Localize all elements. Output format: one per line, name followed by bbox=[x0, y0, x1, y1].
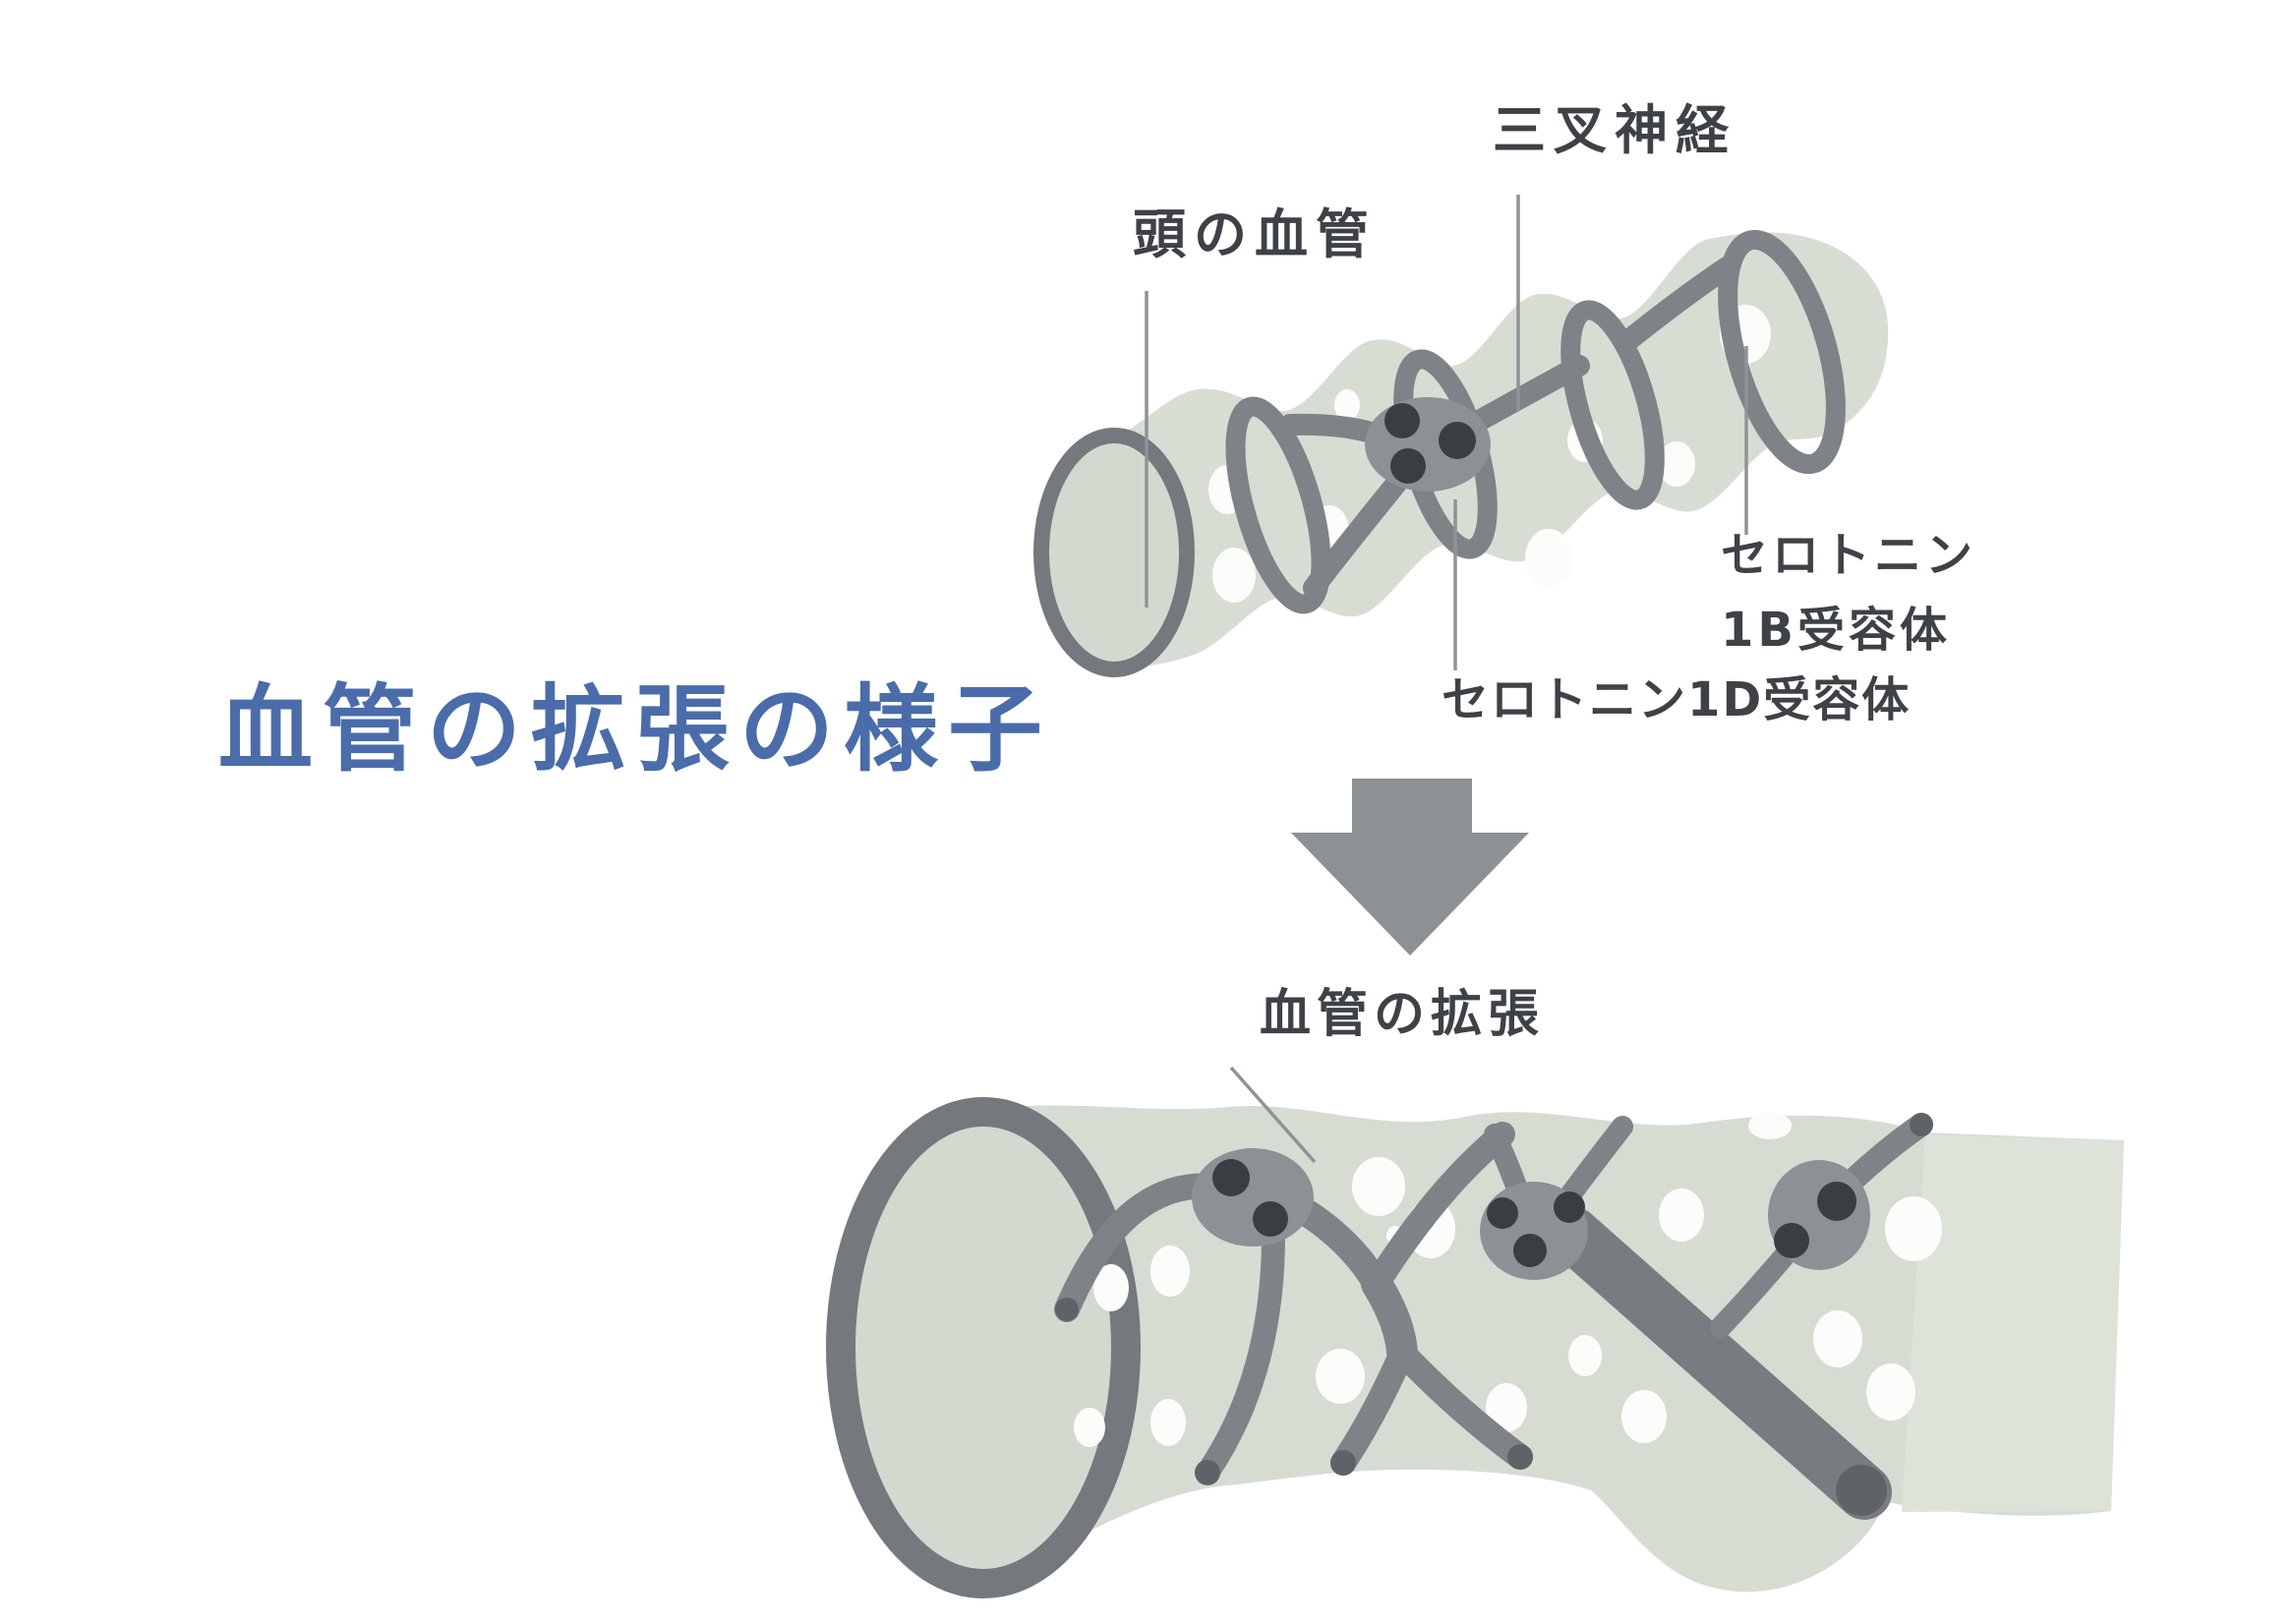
label-serotonin-1b-line2: 1B受容体 bbox=[1721, 602, 1951, 658]
top-vessel-opening bbox=[1033, 428, 1195, 677]
bottom-white-receptors bbox=[1074, 1112, 1942, 1447]
top-leader-lines bbox=[1145, 195, 1748, 670]
label-serotonin-1d-receptor: セロトニン1D受容体 bbox=[1442, 672, 1912, 727]
bottom-vessel-right-segment bbox=[1902, 1134, 2124, 1512]
bottom-vessel-opening bbox=[826, 1097, 1141, 1598]
top-vessel-body bbox=[1114, 232, 1889, 667]
bottom-vessel-illustration bbox=[826, 1097, 2124, 1598]
page-title: 血管の拡張の様子 bbox=[218, 674, 1052, 784]
label-vessel-dilation: 血管の拡張 bbox=[1260, 985, 1546, 1044]
bottom-serotonin-dots bbox=[1212, 1159, 1856, 1267]
nerve-strand-tips bbox=[1055, 1113, 1933, 1516]
top-vessel-illustration bbox=[1033, 229, 1889, 677]
leader-dilation-label bbox=[1229, 1066, 1317, 1164]
down-arrow-icon bbox=[1291, 779, 1529, 956]
label-serotonin-1b-receptor: セロトニン 1B受容体 bbox=[1721, 519, 1976, 668]
top-serotonin-dots bbox=[1384, 403, 1476, 484]
label-serotonin-1b-line1: セロトニン bbox=[1721, 528, 1977, 583]
label-trigeminal-nerve: 三叉神経 bbox=[1493, 99, 1737, 161]
label-head-blood-vessel: 頭の血管 bbox=[1133, 203, 1377, 265]
trigeminal-nerve-coils bbox=[1225, 229, 1846, 614]
